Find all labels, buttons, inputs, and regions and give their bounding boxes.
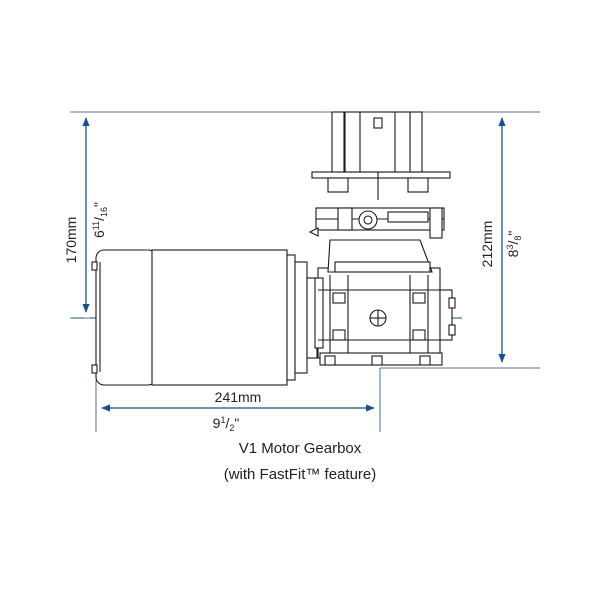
width-imperial-whole: 9 — [213, 415, 221, 431]
right-height-imperial: 83/8" — [505, 231, 523, 258]
left-imperial-whole: 6 — [91, 230, 107, 238]
width-imperial-num: 1 — [220, 415, 225, 425]
right-imperial-mark: " — [505, 231, 521, 236]
left-imperial-mark: " — [91, 202, 107, 207]
width-imperial-den: 2 — [229, 423, 234, 433]
width-imperial: 91/2" — [213, 415, 240, 433]
motor-body — [91, 249, 318, 386]
mounting-flange — [311, 111, 451, 200]
left-height-imperial: 611/16" — [91, 202, 109, 238]
left-imperial-den: 16 — [99, 207, 109, 217]
width-imperial-mark: " — [234, 415, 239, 431]
left-imperial-num: 11 — [91, 221, 101, 230]
caption-subtitle: (with FastFit™ feature) — [223, 466, 377, 483]
fastfit-housing — [308, 207, 445, 273]
right-imperial-num: 3 — [505, 245, 515, 250]
left-height-metric: 170mm — [63, 217, 79, 264]
gearbox — [314, 267, 456, 366]
right-imperial-den: 8 — [513, 236, 523, 241]
width-metric: 241mm — [215, 389, 262, 405]
right-height-metric: 212mm — [479, 221, 495, 268]
right-imperial-whole: 8 — [505, 249, 521, 257]
caption-title: V1 Motor Gearbox — [238, 440, 362, 457]
